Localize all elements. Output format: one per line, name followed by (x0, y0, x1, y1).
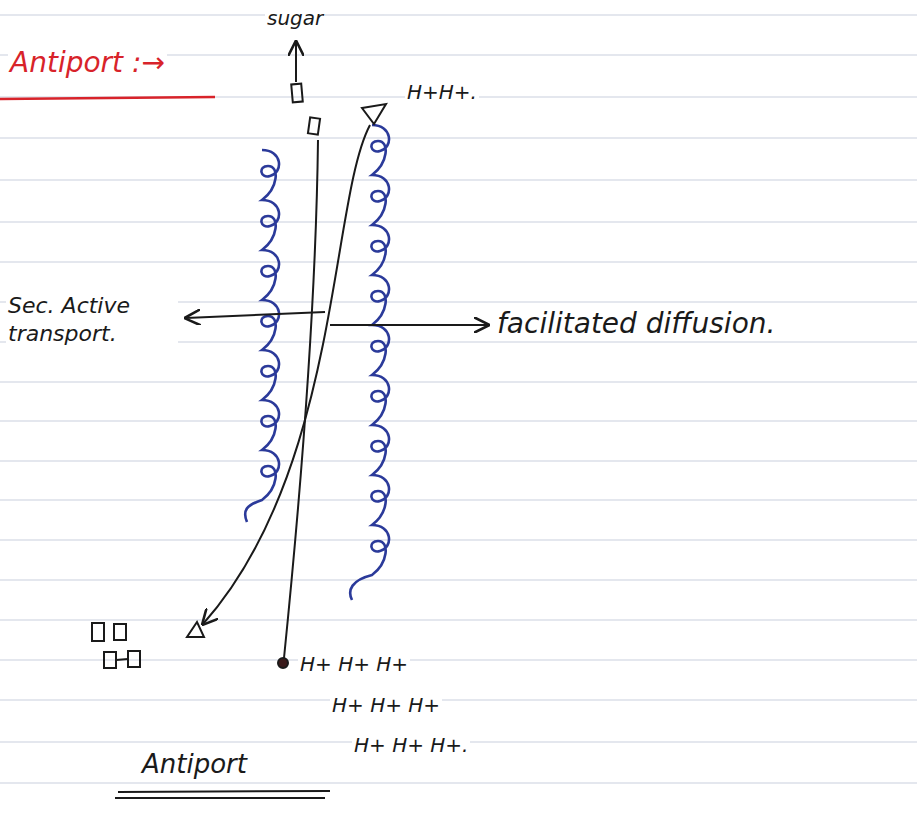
protein-coil (245, 150, 279, 522)
ion-label: H+ H+ H+. (352, 733, 470, 758)
process-label: facilitated diffusion. (495, 306, 777, 341)
title-underline (0, 97, 215, 99)
transport-paths (92, 42, 488, 668)
molecule-label: sugar (265, 6, 325, 31)
caption-underline (115, 791, 330, 798)
notebook-rules (0, 15, 917, 783)
ion-label: H+H+. (405, 80, 479, 105)
page-title: Antiport :→ (8, 45, 167, 80)
protein-coil (350, 125, 389, 600)
ion-label: H+ H+ H+ (330, 693, 442, 718)
diagram-caption: Antiport (140, 748, 249, 781)
ion-label: H+ H+ H+ (298, 652, 410, 677)
process-label: Sec. Active transport. (6, 292, 178, 347)
